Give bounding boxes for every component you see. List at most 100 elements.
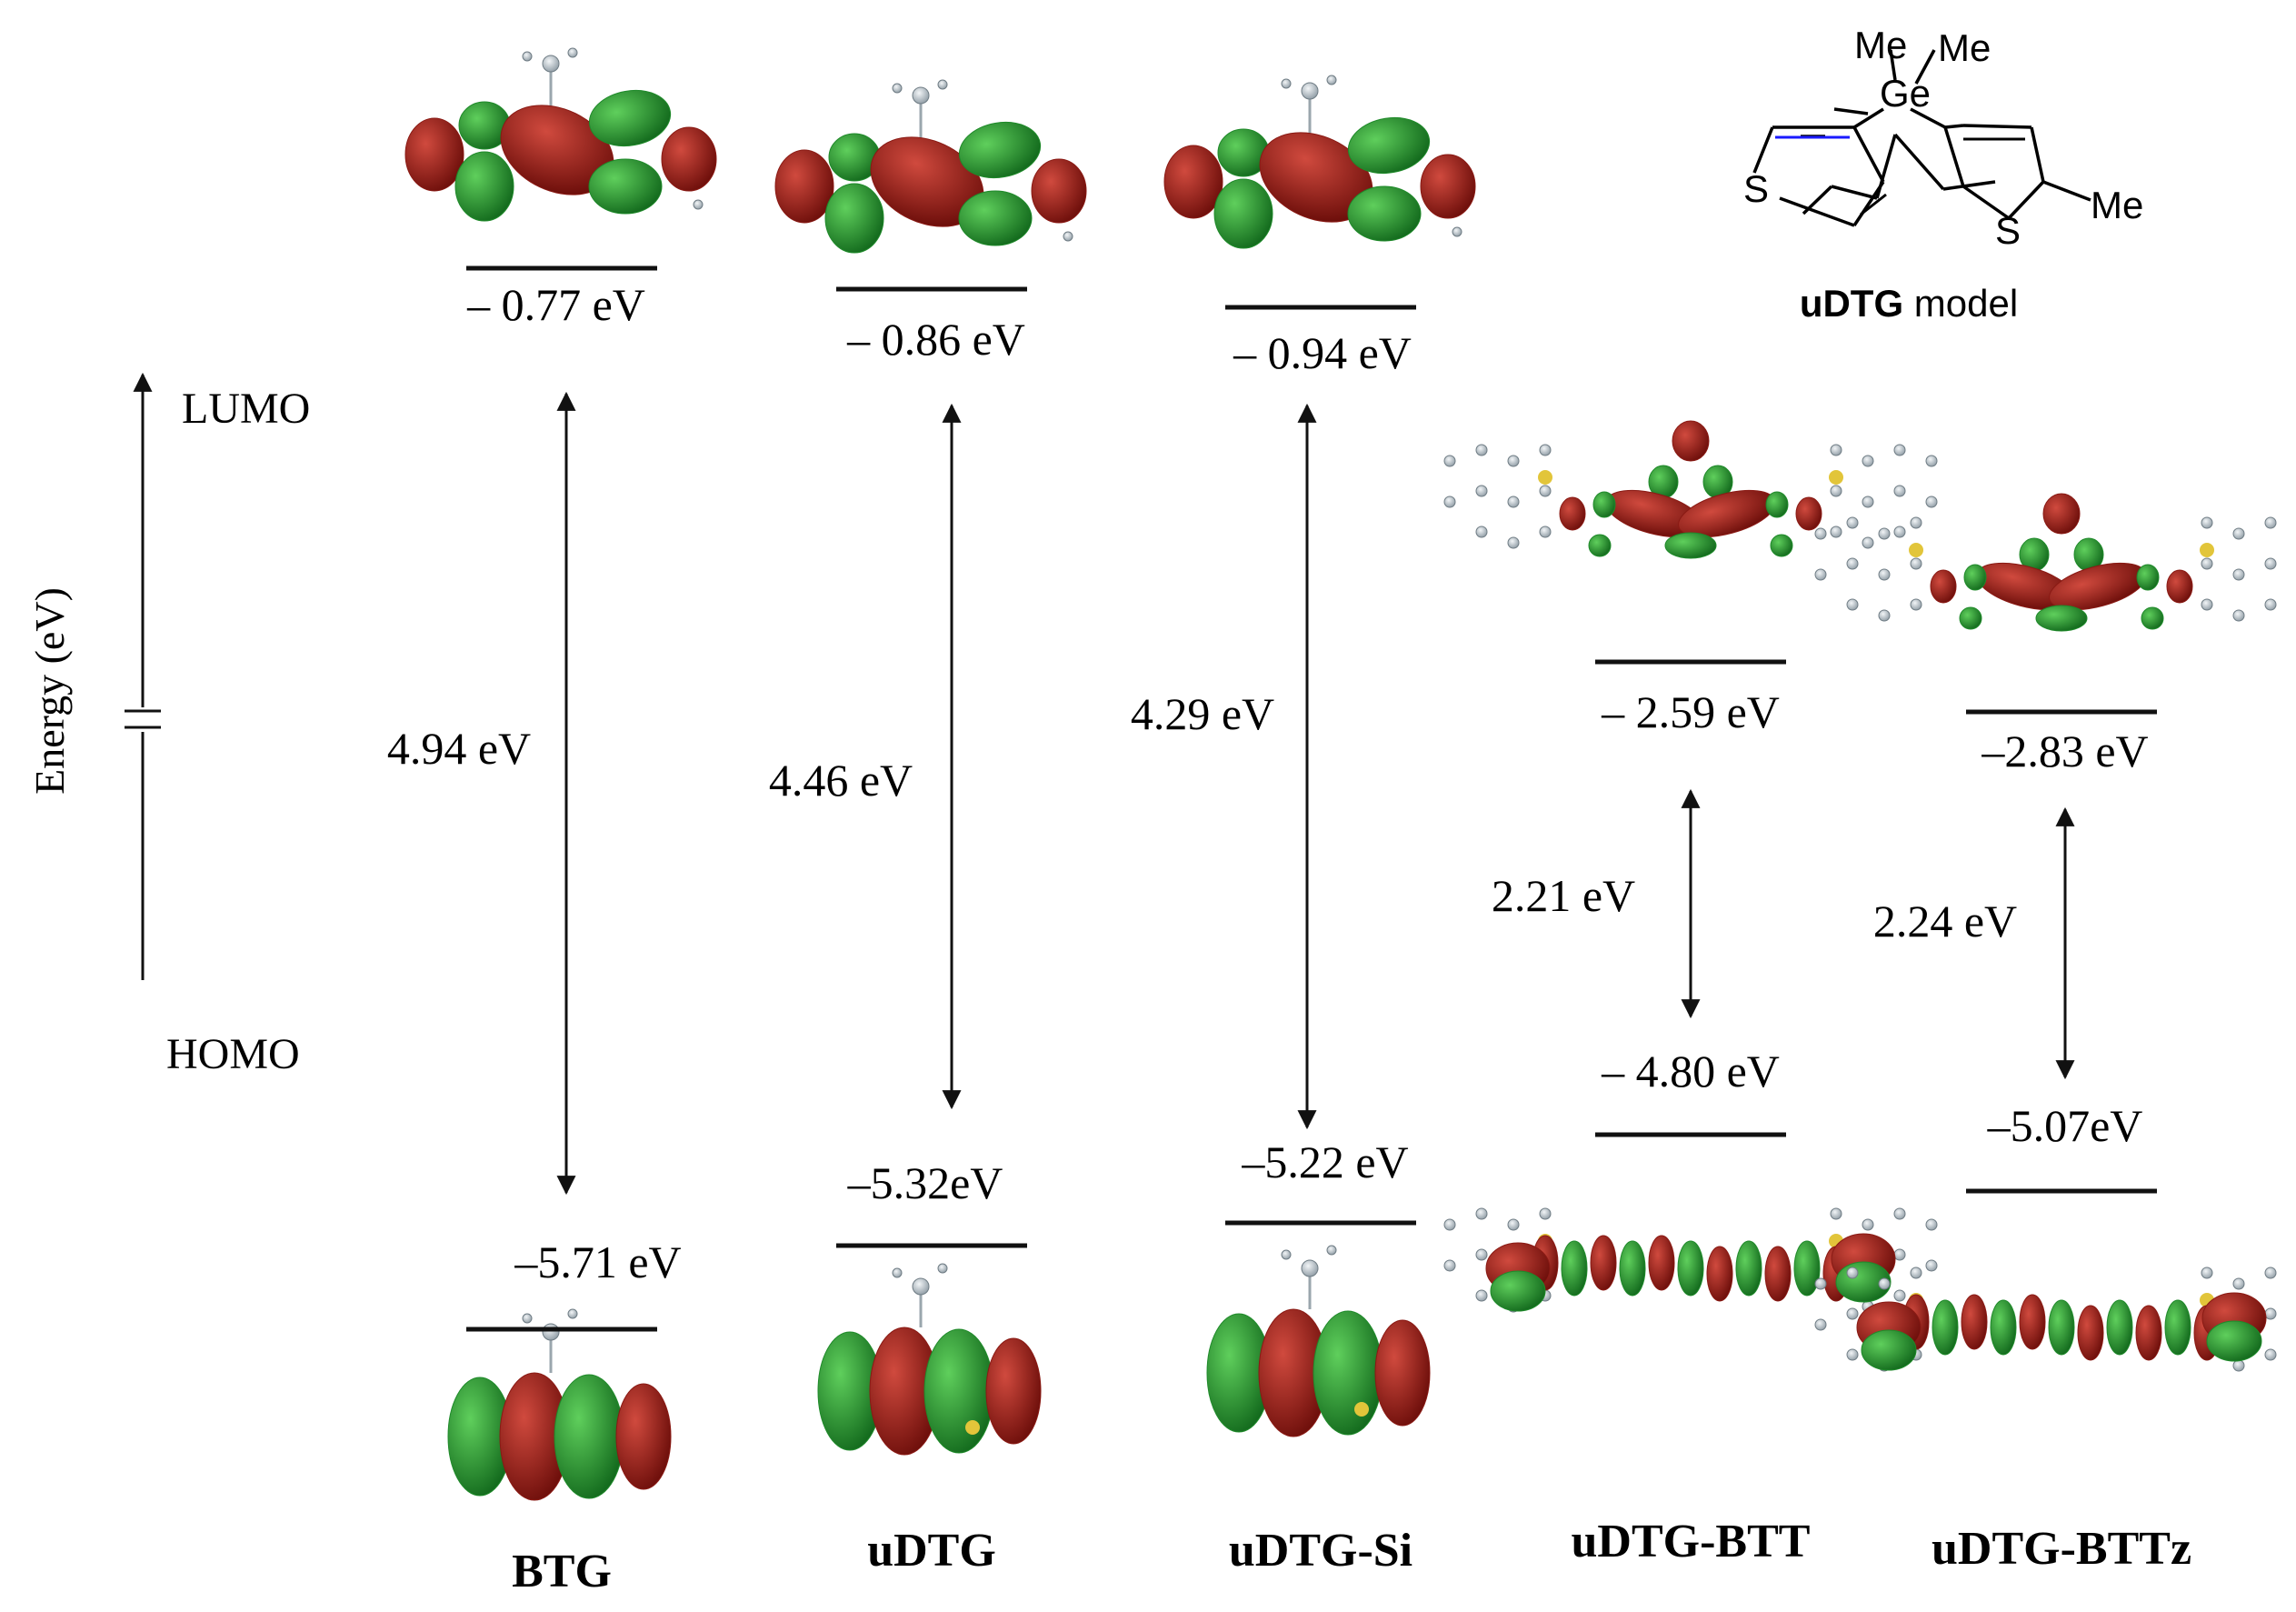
lumo-orbital-image	[1163, 75, 1476, 249]
sulfur-atom	[1354, 1402, 1369, 1417]
orbital-lobe-green	[958, 121, 1042, 179]
atom-sphere	[1507, 496, 1520, 508]
atom-sphere	[1846, 598, 1859, 611]
atom-sphere	[1301, 1259, 1319, 1277]
orbital-lobe-green	[2048, 1299, 2075, 1356]
orbital-lobe-green	[1963, 564, 1987, 591]
orbital-lobe-green	[2106, 1299, 2133, 1356]
atom-s: S	[1743, 167, 1769, 210]
orbital-lobe-red	[1420, 154, 1476, 219]
structure-caption-rest: model	[1903, 282, 2018, 325]
atom-sphere	[1910, 557, 1922, 570]
atom-sphere	[1830, 444, 1842, 456]
orbital-lobe-green	[588, 89, 672, 147]
orbital-lobe-red	[661, 126, 717, 192]
orbital-lobe-green	[1770, 534, 1793, 557]
atom-sphere	[1814, 1318, 1827, 1331]
atom-sphere	[1830, 1207, 1842, 1220]
atom-sphere	[1814, 568, 1827, 581]
orbital-lobe-green	[1664, 532, 1717, 559]
orbital-lobe-green	[1213, 178, 1273, 249]
atom-sphere	[912, 86, 930, 105]
atom-sphere	[912, 1277, 930, 1296]
orbital-lobe-green	[554, 1374, 624, 1499]
atom-sphere	[1063, 231, 1073, 242]
orbital-lobe-green	[2035, 605, 2088, 632]
atom-sphere	[1326, 1245, 1337, 1256]
atom-sphere	[2232, 1277, 2245, 1290]
sulfur-atom	[2200, 543, 2214, 557]
atom-sphere	[2201, 1267, 2213, 1279]
orbital-lobe-red	[2077, 1305, 2104, 1361]
atom-sphere	[1539, 485, 1552, 497]
atom-sphere	[1893, 444, 1906, 456]
atom-sphere	[1830, 485, 1842, 497]
atom-sphere	[2264, 1267, 2277, 1279]
orbital-lobe-green	[1765, 491, 1789, 518]
atom-sphere	[2232, 568, 2245, 581]
atom-sphere	[1539, 444, 1552, 456]
atom-sphere	[1925, 1218, 1938, 1231]
molecule-name: uDTG-BTTz	[1932, 1523, 2191, 1575]
atom-me: Me	[2091, 184, 2143, 226]
atom-sphere	[2201, 557, 2213, 570]
homo-energy-label: – 4.80 eV	[1601, 1046, 1780, 1096]
atom-sphere	[1862, 536, 1874, 549]
atom-sphere	[1475, 485, 1488, 497]
atom-sphere	[1452, 226, 1462, 237]
atom-sphere	[1910, 1267, 1922, 1279]
homo-energy-label: –5.32eV	[847, 1157, 1003, 1208]
orbital-lobe-green	[1490, 1270, 1546, 1312]
atom-sphere	[1281, 1249, 1292, 1260]
homo-orbital-image	[1206, 1245, 1431, 1437]
orbital-lobe-red	[1961, 1294, 1988, 1350]
atom-sphere	[1878, 609, 1891, 622]
atom-sphere	[1862, 496, 1874, 508]
atom-sphere	[2232, 1359, 2245, 1372]
atom-sphere	[567, 47, 578, 58]
orbital-lobe-green	[1932, 1299, 1959, 1356]
orbital-lobe-green	[2136, 564, 2160, 591]
atom-sphere	[693, 199, 704, 210]
lumo-energy-label: – 0.86 eV	[846, 314, 1025, 365]
sulfur-atom	[1829, 470, 1843, 485]
atom-sphere	[1443, 1218, 1456, 1231]
atom-sphere	[1846, 1348, 1859, 1361]
atom-sphere	[1443, 1259, 1456, 1272]
orbital-lobe-red	[1795, 496, 1822, 531]
lumo-orbital-image	[1443, 420, 1938, 559]
orbital-lobe-red	[774, 149, 834, 224]
orbital-lobe-green	[1561, 1240, 1588, 1297]
orbital-lobe-green	[2206, 1320, 2262, 1362]
orbital-lobe-green	[1990, 1299, 2017, 1356]
atom-sphere	[1443, 496, 1456, 508]
atom-sphere	[2201, 516, 2213, 529]
homo-orbital-image	[1443, 1207, 1938, 1313]
atom-ge: Ge	[1880, 72, 1931, 115]
atom-sphere	[1326, 75, 1337, 85]
axis-top-label: LUMO	[182, 385, 310, 433]
atom-sphere	[2201, 598, 2213, 611]
lumo-orbital-image	[774, 79, 1087, 254]
atom-sphere	[2264, 557, 2277, 570]
atom-sphere	[567, 1308, 578, 1319]
atom-sphere	[1475, 526, 1488, 538]
atom-sphere	[2264, 598, 2277, 611]
axis-label: Energy (eV)	[26, 587, 73, 795]
homo-energy-label: –5.22 eV	[1241, 1136, 1408, 1187]
atom-sphere	[1893, 485, 1906, 497]
homo-energy-label: –5.71 eV	[514, 1237, 681, 1287]
atom-sphere	[542, 1323, 560, 1341]
atom-sphere	[1539, 526, 1552, 538]
orbital-lobe-green	[1592, 491, 1616, 518]
atom-sphere	[1846, 1267, 1859, 1279]
atom-sphere	[1878, 527, 1891, 540]
atom-sphere	[1893, 526, 1906, 538]
atom-sphere	[937, 79, 948, 90]
atom-sphere	[1507, 455, 1520, 467]
molecule-name: uDTG	[867, 1525, 996, 1577]
